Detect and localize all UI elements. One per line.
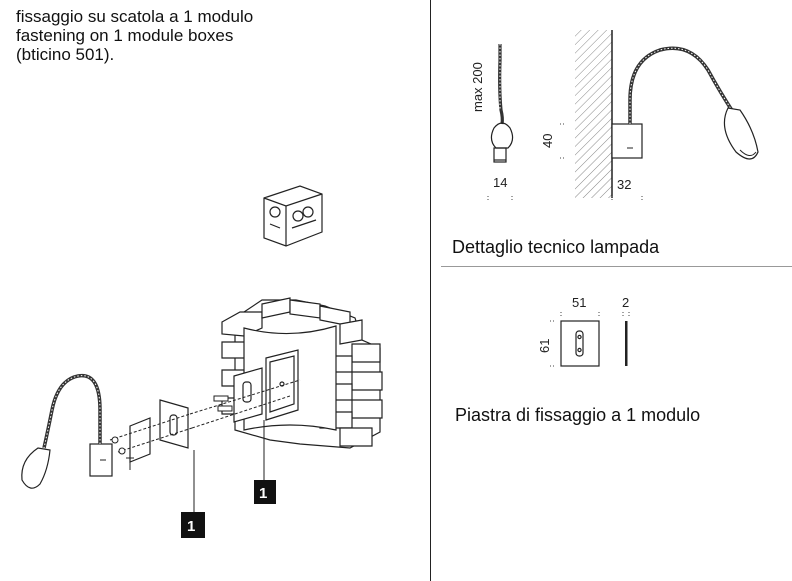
dim-height-40: 40 — [540, 134, 555, 148]
plate-detail-caption: Piastra di fissaggio a 1 modulo — [455, 405, 701, 425]
brick-wall — [221, 297, 383, 449]
fixing-plate-side — [625, 321, 628, 366]
dim-plate-thickness-2: 2 — [622, 295, 629, 310]
callout-label-1-wall: 1 — [254, 480, 276, 504]
callout-label-1-plate: 1 — [181, 512, 205, 538]
svg-text:1: 1 — [259, 485, 267, 502]
intro-line-italian: fissaggio su scatola a 1 modulo — [16, 7, 254, 26]
dim-plate-height-61: 61 — [537, 339, 552, 353]
dim-max-length: max 200 — [470, 62, 485, 112]
intro-line-reference: (bticino 501). — [16, 45, 115, 64]
module-box — [263, 185, 323, 247]
dim-width-14: 14 — [493, 175, 507, 190]
fixing-plate-front — [560, 320, 600, 367]
dim-plate-width-51: 51 — [572, 295, 586, 310]
reading-lamp — [21, 373, 113, 489]
lamp-side-view — [575, 30, 759, 198]
svg-text:1: 1 — [187, 518, 195, 535]
intro-line-english: fastening on 1 module boxes — [16, 26, 234, 45]
vertical-divider — [430, 0, 431, 581]
lamp-detail-caption: Dettaglio tecnico lampada — [452, 237, 660, 257]
fixing-screws — [109, 379, 301, 470]
mounting-plate — [129, 367, 263, 463]
dim-depth-32: 32 — [617, 177, 631, 192]
horizontal-divider — [441, 266, 792, 267]
intro-text: fissaggio su scatola a 1 modulo fastenin… — [16, 7, 253, 64]
lamp-front-view — [490, 44, 514, 163]
